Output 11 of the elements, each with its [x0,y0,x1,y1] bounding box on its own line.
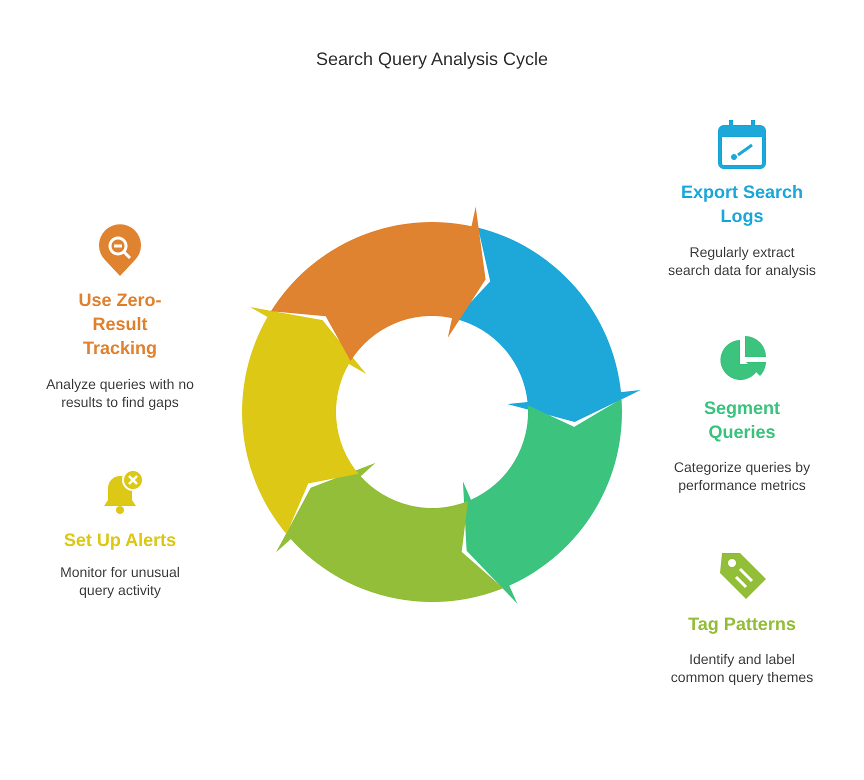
step-description: Identify and label common query themes [670,650,814,686]
step-description: Monitor for unusual query activity [59,563,181,599]
step-heading: Export Search Logs [680,181,804,228]
step-heading: Set Up Alerts [62,529,178,552]
step-heading: Use Zero-Result Tracking [77,289,163,360]
title: Search Query Analysis Cycle [314,49,550,70]
step-heading: Segment Queries [702,397,782,444]
step-description: Analyze queries with no results to find gaps [45,375,195,411]
step-description: Regularly extract search data for analysis [667,243,817,279]
step-description: Categorize queries by performance metrics [672,458,812,494]
step-heading: Tag Patterns [687,613,797,636]
